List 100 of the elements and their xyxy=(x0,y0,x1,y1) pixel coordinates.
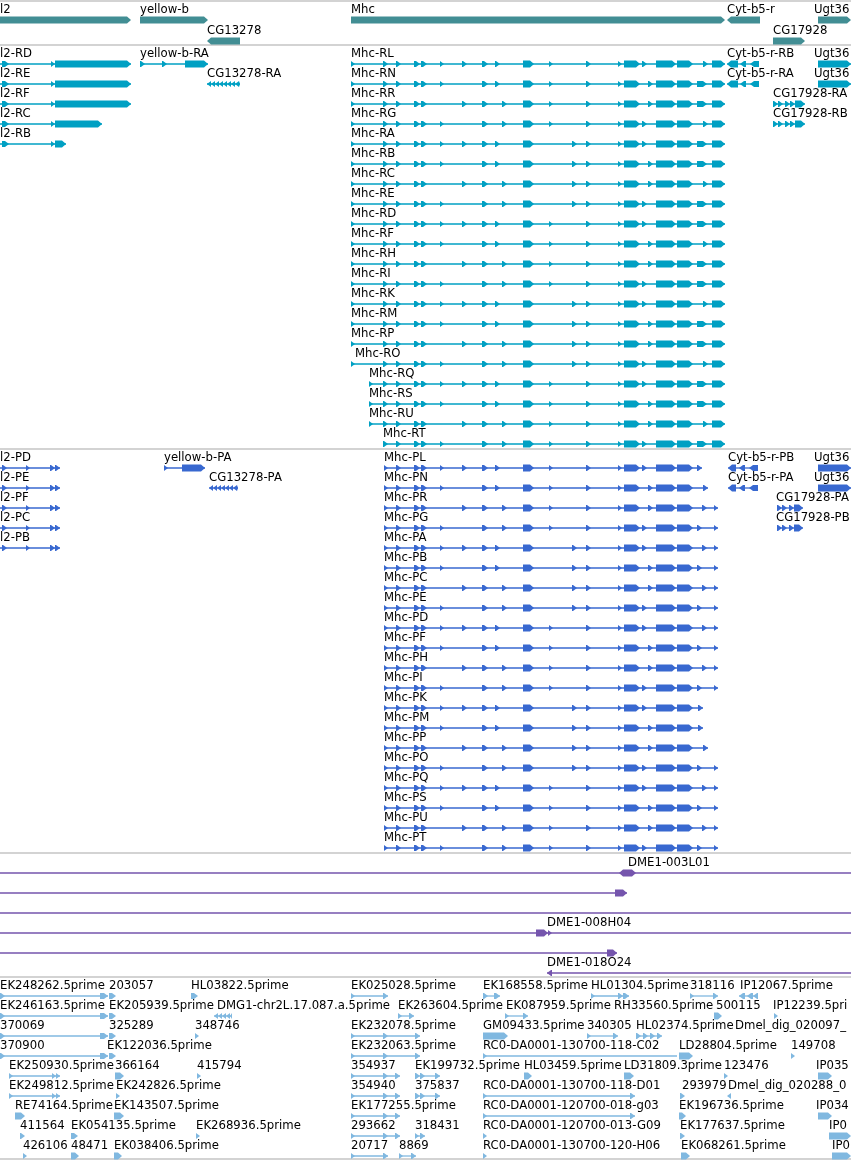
est-label: 325289 xyxy=(109,1018,154,1032)
est-label: RE74164.5prime xyxy=(15,1098,113,1112)
est-label: EK122036.5prime xyxy=(107,1038,212,1052)
est-label: EK263604.5prime xyxy=(398,998,503,1012)
est-label: EK196736.5prime xyxy=(679,1098,784,1112)
est-label: HL03459.5prime xyxy=(524,1058,622,1072)
protein-label: CG17928-PA xyxy=(776,490,849,504)
transcript-label: Mhc-RT xyxy=(383,426,426,440)
est-label: RC0-DA0001-130700-118-C02 xyxy=(483,1038,660,1052)
protein-label: Mhc-PL xyxy=(384,450,426,464)
est-label: EK087959.5prime xyxy=(506,998,611,1012)
est-label: 48471 xyxy=(71,1138,109,1152)
protein-label: Mhc-PO xyxy=(384,750,429,764)
protein-label: Mhc-PG xyxy=(384,510,429,524)
est-label: Dmel_dig_020288_0 xyxy=(728,1078,847,1092)
protein-label: Mhc-PE xyxy=(384,590,427,604)
est-label: 123476 xyxy=(724,1058,769,1072)
gene-label: Ugt36 xyxy=(814,2,850,16)
est-label: EK232063.5prime xyxy=(351,1038,456,1052)
transcript-label: Mhc-RK xyxy=(351,286,395,300)
protein-label: Mhc-PC xyxy=(384,570,428,584)
transcript-label: Mhc-RQ xyxy=(369,366,415,380)
transcript-label: Mhc-RE xyxy=(351,186,395,200)
protein-label: Mhc-PP xyxy=(384,730,427,744)
transcript-label: Mhc-RO xyxy=(355,346,401,360)
est-label: 149708 xyxy=(791,1038,836,1052)
protein-label: CG17928-PB xyxy=(776,510,850,524)
protein-label: Mhc-PI xyxy=(384,670,423,684)
gene-label: Mhc xyxy=(351,2,375,16)
transcript-label: Ugt36 xyxy=(814,46,850,60)
est-label: GM09433.5prime xyxy=(483,1018,585,1032)
transcript-label: l2-RB xyxy=(0,126,32,140)
transcript-label: Mhc-RH xyxy=(351,246,397,260)
est-label: 318116 xyxy=(690,978,735,992)
protein-label: Mhc-PN xyxy=(384,470,428,484)
protein-label: Mhc-PF xyxy=(384,630,426,644)
protein-label: l2-PD xyxy=(0,450,31,464)
protein-label: l2-PB xyxy=(0,530,30,544)
est-label: EK054135.5prime xyxy=(71,1118,176,1132)
protein-label: Ugt36 xyxy=(814,470,850,484)
est-label: EK177637.5prime xyxy=(680,1118,785,1132)
est-label: IP0 xyxy=(829,1118,847,1132)
est-label: 370900 xyxy=(0,1038,45,1052)
est-label: EK249812.5prime xyxy=(9,1078,114,1092)
est-label: Dmel_dig_020097_ xyxy=(735,1018,847,1032)
est-label: IP12239.5pri xyxy=(773,998,848,1012)
est-label: 354937 xyxy=(351,1058,396,1072)
protein-label: Mhc-PU xyxy=(384,810,428,824)
est-label: RH33560.5prime xyxy=(614,998,714,1012)
transcript-label: Mhc-RI xyxy=(351,266,391,280)
est-label: 500115 xyxy=(716,998,761,1012)
transcript-label: Mhc-RA xyxy=(351,126,395,140)
transcript-label: Mhc-RP xyxy=(351,326,395,340)
transcript-label: Mhc-RC xyxy=(351,166,395,180)
gene-label: CG17928 xyxy=(773,23,828,37)
est-label: 293662 xyxy=(351,1118,396,1132)
clone-label: DME1-003L01 xyxy=(628,855,710,869)
transcript-label: Mhc-RN xyxy=(351,66,396,80)
transcript-label: Mhc-RM xyxy=(351,306,398,320)
transcript-label: CG17928-RA xyxy=(773,86,848,100)
est-label: 411564 xyxy=(20,1118,65,1132)
protein-label: Mhc-PR xyxy=(384,490,428,504)
est-label: HL01304.5prime xyxy=(591,978,689,992)
protein-label: Mhc-PQ xyxy=(384,770,429,784)
gene-label: CG13278 xyxy=(207,23,262,37)
transcript-label: Mhc-RF xyxy=(351,226,394,240)
est-label: EK068261.5prime xyxy=(681,1138,786,1152)
est-label: EK168558.5prime xyxy=(483,978,588,992)
protein-label: yellow-b-PA xyxy=(164,450,232,464)
protein-label: Mhc-PT xyxy=(384,830,427,844)
transcript-label: l2-RF xyxy=(0,86,30,100)
est-label: EK038406.5prime xyxy=(114,1138,219,1152)
est-label: RC0-DA0001-120700-013-G09 xyxy=(483,1118,661,1132)
est-label: EK232078.5prime xyxy=(351,1018,456,1032)
est-label: 366164 xyxy=(115,1058,160,1072)
est-label: RC0-DA0001-130700-120-H06 xyxy=(483,1138,661,1152)
est-label: IP035 xyxy=(816,1058,849,1072)
protein-label: CG13278-PA xyxy=(209,470,282,484)
est-label: 318431 xyxy=(415,1118,460,1132)
protein-label: l2-PE xyxy=(0,470,30,484)
est-label: LD28804.5prime xyxy=(679,1038,777,1052)
protein-label: Mhc-PH xyxy=(384,650,428,664)
est-label: 348746 xyxy=(195,1018,240,1032)
est-label: 203057 xyxy=(109,978,154,992)
clone-label: DME1-008H04 xyxy=(547,915,632,929)
est-label: 354940 xyxy=(351,1078,396,1092)
est-label: IP034 xyxy=(816,1098,849,1112)
est-label: EK177255.5prime xyxy=(351,1098,456,1112)
est-label: EK250930.5prime xyxy=(9,1058,114,1072)
est-label: DMG1-chr2L.17.087.a.5prime xyxy=(217,998,391,1012)
protein-label: Mhc-PA xyxy=(384,530,427,544)
protein-label: Mhc-PM xyxy=(384,710,430,724)
est-label: EK268936.5prime xyxy=(196,1118,301,1132)
gene-label: Cyt-b5-r xyxy=(727,2,775,16)
transcript-label: CG13278-RA xyxy=(207,66,282,80)
est-label: 20717 xyxy=(351,1138,389,1152)
est-label: EK242826.5prime xyxy=(116,1078,221,1092)
est-label: EK248262.5prime xyxy=(0,978,105,992)
transcript-label: Cyt-b5-r-RB xyxy=(727,46,795,60)
est-label: 375837 xyxy=(415,1078,460,1092)
